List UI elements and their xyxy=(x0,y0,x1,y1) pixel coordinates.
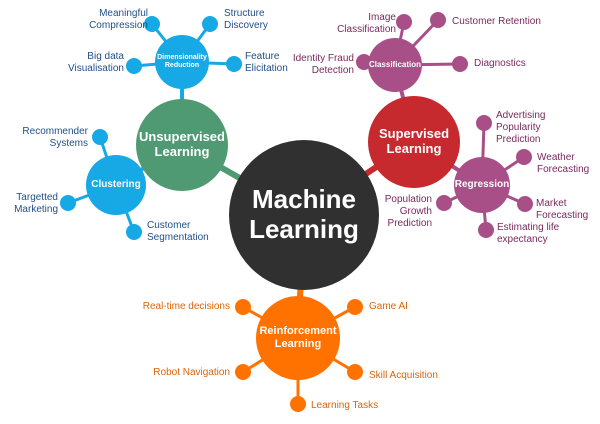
leaf-recommender-systems: Recommender Systems xyxy=(22,126,88,149)
dot-market-forecasting xyxy=(517,196,533,212)
dot-image-classification xyxy=(396,14,412,30)
dimensionality-label: Dimensionality Reduction xyxy=(157,53,207,69)
reinforcement-node: Reinforcement Learning xyxy=(256,296,340,380)
dot-targetted-marketing xyxy=(60,195,76,211)
dot-weather-forecasting xyxy=(516,149,532,165)
dot-structure-discovery xyxy=(202,16,218,32)
regression-node: Regression xyxy=(454,157,510,213)
leaf-diagnostics: Diagnostics xyxy=(474,58,526,69)
leaf-learning-tasks: Learning Tasks xyxy=(311,400,379,411)
dot-recommender-systems xyxy=(92,129,108,145)
clustering-label: Clustering xyxy=(91,179,141,191)
leaf-skill-acquisition: Skill Acquisition xyxy=(369,370,438,381)
dimensionality-node: Dimensionality Reduction xyxy=(155,35,209,89)
dot-diagnostics xyxy=(452,56,468,72)
leaf-meaningful-compression: Meaningful Compression xyxy=(89,8,148,31)
dot-customer-retention xyxy=(430,12,446,28)
leaf-robot-navigation: Robot Navigation xyxy=(153,367,230,378)
dot-robot-navigation xyxy=(235,364,251,380)
leaf-market-forecasting: Market Forecasting xyxy=(536,198,589,221)
dot-real-time-decisions xyxy=(235,299,251,315)
supervised-node: Supervised Learning xyxy=(368,96,460,188)
dot-learning-tasks xyxy=(290,396,306,412)
leaf-identity-fraud-detection: Identity Fraud Detection xyxy=(292,53,354,76)
leaf-real-time-decisions: Real-time decisions xyxy=(142,301,230,312)
dot-life-expectancy xyxy=(478,222,494,238)
unsupervised-label: Unsupervised Learning xyxy=(139,129,225,159)
dot-advertising-popularity xyxy=(476,115,492,131)
dot-game-ai xyxy=(347,299,363,315)
leaf-game-ai: Game AI xyxy=(369,301,408,312)
leaf-population-growth-prediction: Population Growth Prediction xyxy=(384,194,432,229)
regression-label: Regression xyxy=(454,179,510,191)
supervised-label: Supervised Learning xyxy=(378,126,450,156)
leaf-estimating-life-expectancy: Estimating life expectancy xyxy=(497,222,560,245)
dot-big-data-visualisation xyxy=(126,58,142,74)
leaf-customer-retention: Customer Retention xyxy=(452,16,541,27)
leaf-feature-elicitation: Feature Elicitation xyxy=(245,51,288,74)
leaf-advertising-popularity-prediction: Advertising Popularity Prediction xyxy=(496,110,546,145)
classification-label: Classification xyxy=(368,60,421,70)
dot-meaningful-compression xyxy=(144,16,160,32)
reinforcement-label: Reinforcement Learning xyxy=(259,325,337,350)
dot-feature-elicitation xyxy=(226,56,242,72)
center-label: Machine Learning xyxy=(249,184,359,244)
leaf-weather-forecasting: Weather Forecasting xyxy=(537,152,590,175)
leaf-image-classification: Image Classification xyxy=(337,12,396,35)
dot-customer-segmentation xyxy=(126,224,142,240)
dot-population-growth xyxy=(436,195,452,211)
leaf-customer-segmentation: Customer Segmentation xyxy=(147,220,209,243)
dot-skill-acquisition xyxy=(347,364,363,380)
unsupervised-node: Unsupervised Learning xyxy=(136,99,228,191)
leaf-structure-discovery: Structure Discovery xyxy=(224,8,268,31)
center-node: Machine Learning xyxy=(229,140,379,290)
clustering-node: Clustering xyxy=(86,155,146,215)
leaf-targetted-marketing: Targetted Marketing xyxy=(14,192,58,215)
classification-node: Classification xyxy=(368,38,422,92)
leaf-big-data-visualisation: Big data Visualisation xyxy=(68,51,124,74)
